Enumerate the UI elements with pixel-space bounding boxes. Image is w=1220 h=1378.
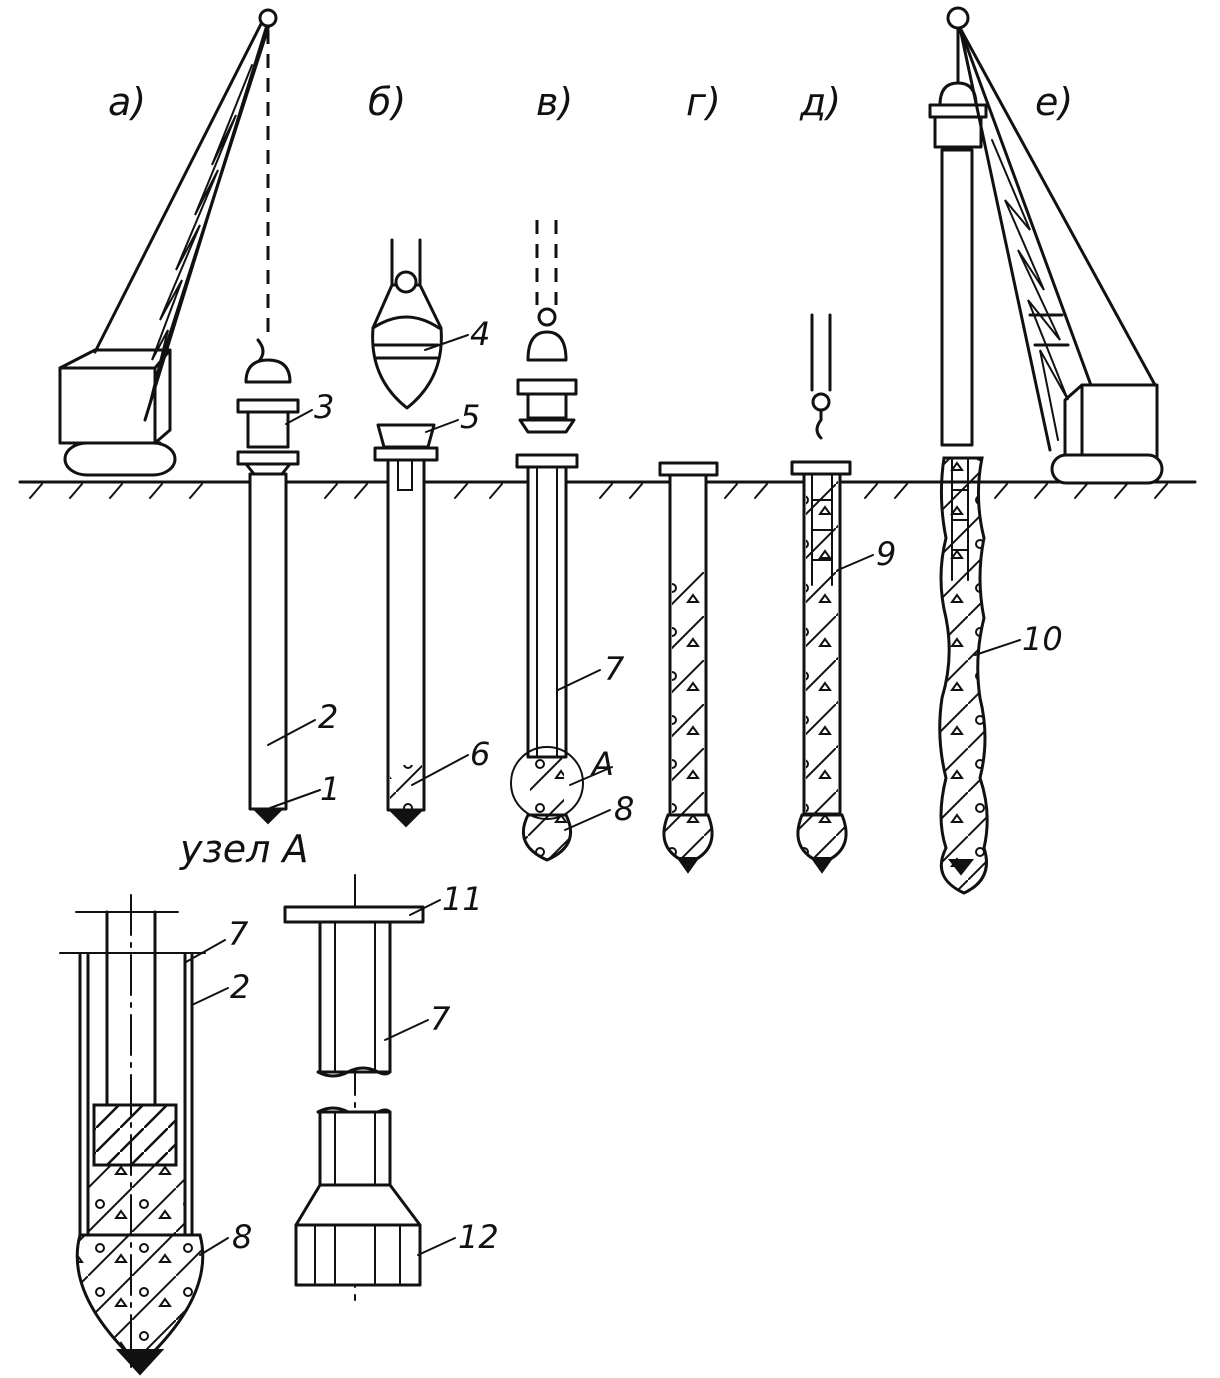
- pile-v: [510, 220, 584, 862]
- number-9: 9: [876, 535, 896, 573]
- crane-left: [58, 8, 278, 477]
- pile-a: [236, 338, 300, 825]
- detail-number-7: 7: [228, 915, 249, 953]
- number-8: 8: [614, 790, 634, 828]
- label-g: г): [686, 80, 721, 124]
- number-10: 10: [1022, 620, 1063, 658]
- number-4: 4: [470, 315, 490, 353]
- pile-b: [371, 238, 443, 828]
- label-d: д): [799, 80, 841, 124]
- label-v: в): [536, 80, 573, 124]
- number-12: 12: [458, 1218, 499, 1256]
- number-11: 11: [442, 880, 483, 918]
- number-1: 1: [320, 770, 340, 808]
- number-2: 2: [318, 698, 338, 736]
- detail-number-8: 8: [232, 1218, 252, 1256]
- pile-d: [790, 313, 852, 874]
- label-node-a: узел А: [179, 827, 308, 871]
- label-b: б): [368, 80, 406, 124]
- detail-number-2: 2: [230, 968, 250, 1006]
- number-7: 7: [604, 650, 625, 688]
- detail-node-a: [59, 894, 206, 1376]
- label-e: е): [1035, 80, 1073, 124]
- pile-e: [938, 456, 989, 895]
- detail-casing-joint: [283, 874, 425, 1301]
- number-5: 5: [460, 398, 480, 436]
- leader-lines: [185, 334, 1021, 1256]
- ground-surface: [18, 480, 1197, 499]
- pile-g: [658, 461, 719, 874]
- label-circle-a: А: [590, 745, 614, 783]
- number-3: 3: [314, 388, 334, 426]
- label-a: а): [108, 80, 146, 124]
- detail-number-7b: 7: [430, 1000, 451, 1038]
- crane-right: [928, 6, 1164, 485]
- number-6: 6: [470, 735, 490, 773]
